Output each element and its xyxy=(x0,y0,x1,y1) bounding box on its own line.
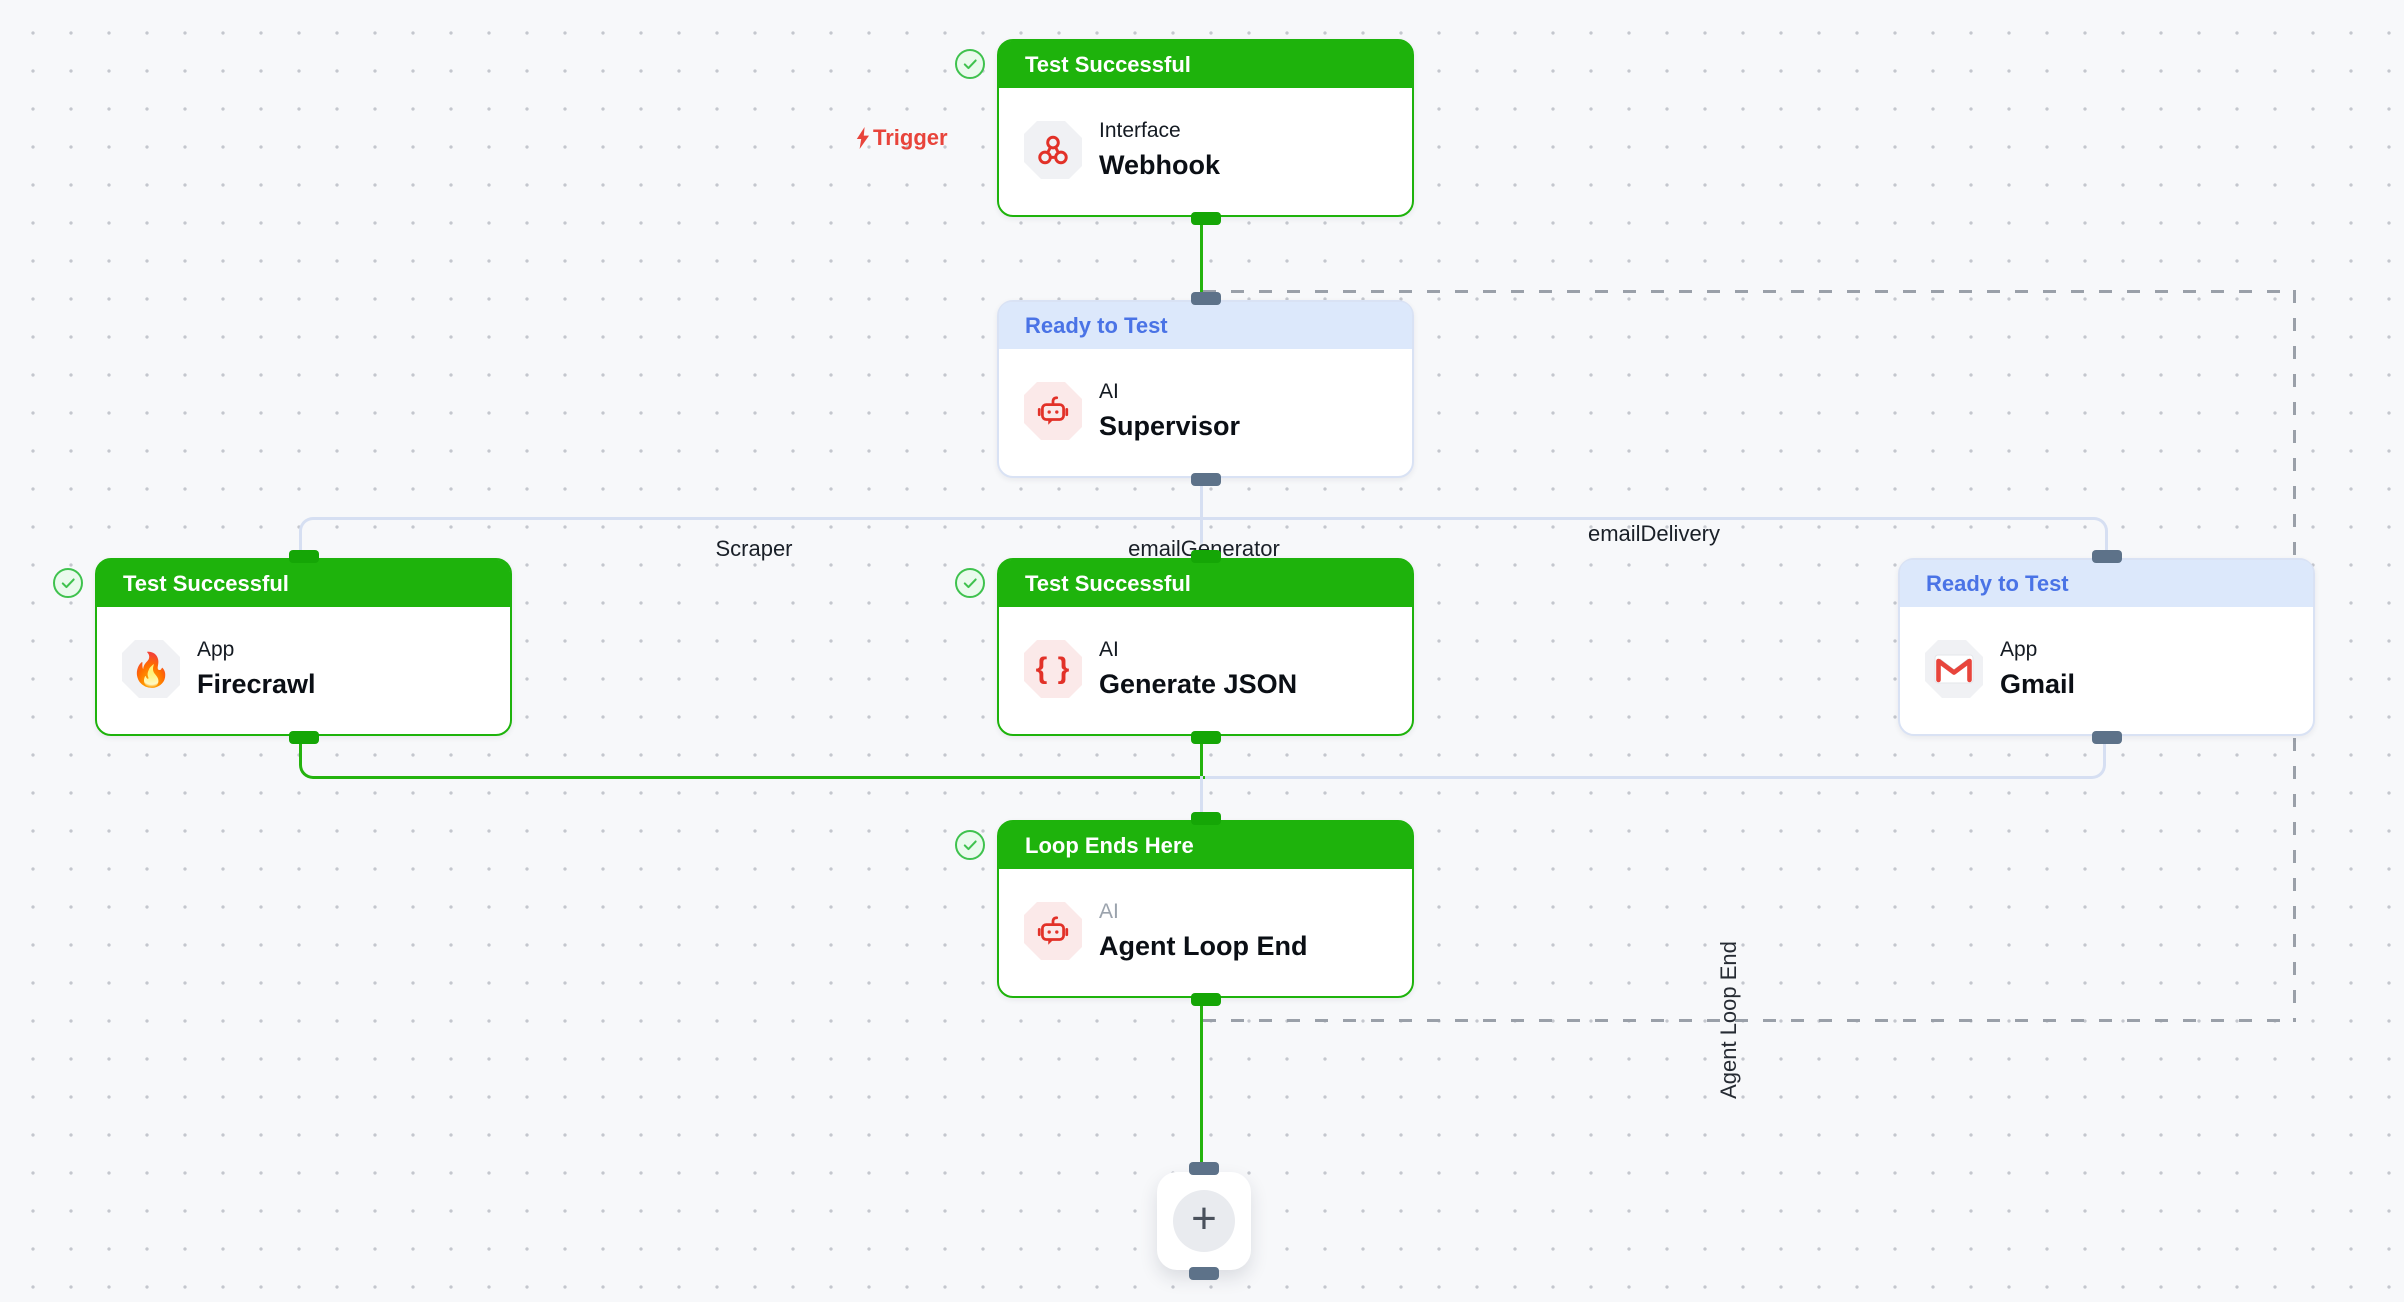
success-check-icon xyxy=(955,568,985,598)
node-name: Gmail xyxy=(2000,669,2076,699)
edge-supervisor-branch xyxy=(1200,474,1203,519)
node-category: Interface xyxy=(1099,119,1181,142)
fire-emoji: 🔥 xyxy=(130,650,172,688)
success-check-icon xyxy=(955,830,985,860)
robot-chat-icon xyxy=(1024,902,1082,960)
webhook-icon xyxy=(1024,121,1082,179)
node-category: AI xyxy=(1099,638,1119,661)
edge-gmail-merge xyxy=(1202,733,2106,779)
output-handle[interactable] xyxy=(1190,212,1221,225)
edge-webhook-supervisor xyxy=(1200,210,1203,296)
gmail-icon xyxy=(1925,640,1983,698)
node-supervisor[interactable]: Ready to Test AI Supervisor xyxy=(997,292,1414,486)
edge-generate-json-merge xyxy=(1200,733,1203,777)
output-handle[interactable] xyxy=(1189,1267,1219,1280)
add-node-button[interactable]: + xyxy=(1157,1162,1251,1280)
node-status-badge: Ready to Test xyxy=(1900,560,2313,607)
node-name: Firecrawl xyxy=(197,669,316,699)
node-status-badge: Test Successful xyxy=(999,41,1412,88)
input-handle[interactable] xyxy=(1189,1162,1219,1175)
output-handle[interactable] xyxy=(1190,473,1221,486)
node-name: Webhook xyxy=(1099,150,1220,180)
trigger-label: Trigger xyxy=(873,125,948,150)
braces-glyph: { } xyxy=(1035,652,1071,685)
plus-icon[interactable]: + xyxy=(1173,1190,1235,1252)
input-handle[interactable] xyxy=(2091,550,2122,563)
output-handle[interactable] xyxy=(1190,993,1221,1006)
node-category: App xyxy=(197,638,235,661)
robot-chat-icon xyxy=(1024,382,1082,440)
node-webhook[interactable]: Test Successful Interface Webhook xyxy=(955,39,1414,225)
loop-group-border-top xyxy=(1203,290,2296,293)
node-category: AI xyxy=(1099,900,1119,923)
lightning-bolt-icon xyxy=(856,127,869,149)
node-status-badge: Test Successful xyxy=(97,560,510,607)
output-handle[interactable] xyxy=(288,731,319,744)
node-status-badge: Ready to Test xyxy=(999,302,1412,349)
node-firecrawl[interactable]: Test Successful 🔥 App Firecrawl xyxy=(53,550,512,744)
output-handle[interactable] xyxy=(2091,731,2122,744)
input-handle[interactable] xyxy=(1190,812,1221,825)
edge-label-scraper: Scraper xyxy=(715,536,793,561)
input-handle[interactable] xyxy=(1190,292,1221,305)
loop-group-label: Agent Loop End xyxy=(1716,941,1741,1099)
edge-merge-loop-end xyxy=(1200,776,1203,820)
input-handle[interactable] xyxy=(1190,550,1221,563)
node-name: Generate JSON xyxy=(1099,669,1298,699)
node-name: Agent Loop End xyxy=(1099,931,1308,961)
node-name: Supervisor xyxy=(1099,411,1241,441)
fire-icon: 🔥 xyxy=(122,640,180,698)
node-category: App xyxy=(2000,638,2038,661)
node-generate-json[interactable]: Test Successful { } AI Generate JSON xyxy=(955,550,1414,744)
input-handle[interactable] xyxy=(288,550,319,563)
edge-firecrawl-merge xyxy=(299,733,1205,779)
success-check-icon xyxy=(955,49,985,79)
node-gmail[interactable]: Ready to Test App Gmail xyxy=(1898,550,2315,744)
output-handle[interactable] xyxy=(1190,731,1221,744)
edge-branch-generate-json xyxy=(1200,517,1203,558)
trigger-tag: Trigger xyxy=(856,125,948,151)
node-status-badge: Loop Ends Here xyxy=(999,822,1412,869)
edge-label-email-delivery: emailDelivery xyxy=(1587,521,1721,546)
loop-group-border-bottom xyxy=(1203,1019,2296,1022)
edge-loop-end-add xyxy=(1200,994,1203,1174)
braces-icon: { } xyxy=(1024,640,1082,698)
edge-branch-bracket xyxy=(299,517,2108,560)
node-category: AI xyxy=(1099,380,1119,403)
success-check-icon xyxy=(53,568,83,598)
node-status-badge: Test Successful xyxy=(999,560,1412,607)
node-agent-loop-end[interactable]: Loop Ends Here AI Agent Loop End xyxy=(955,812,1414,1006)
